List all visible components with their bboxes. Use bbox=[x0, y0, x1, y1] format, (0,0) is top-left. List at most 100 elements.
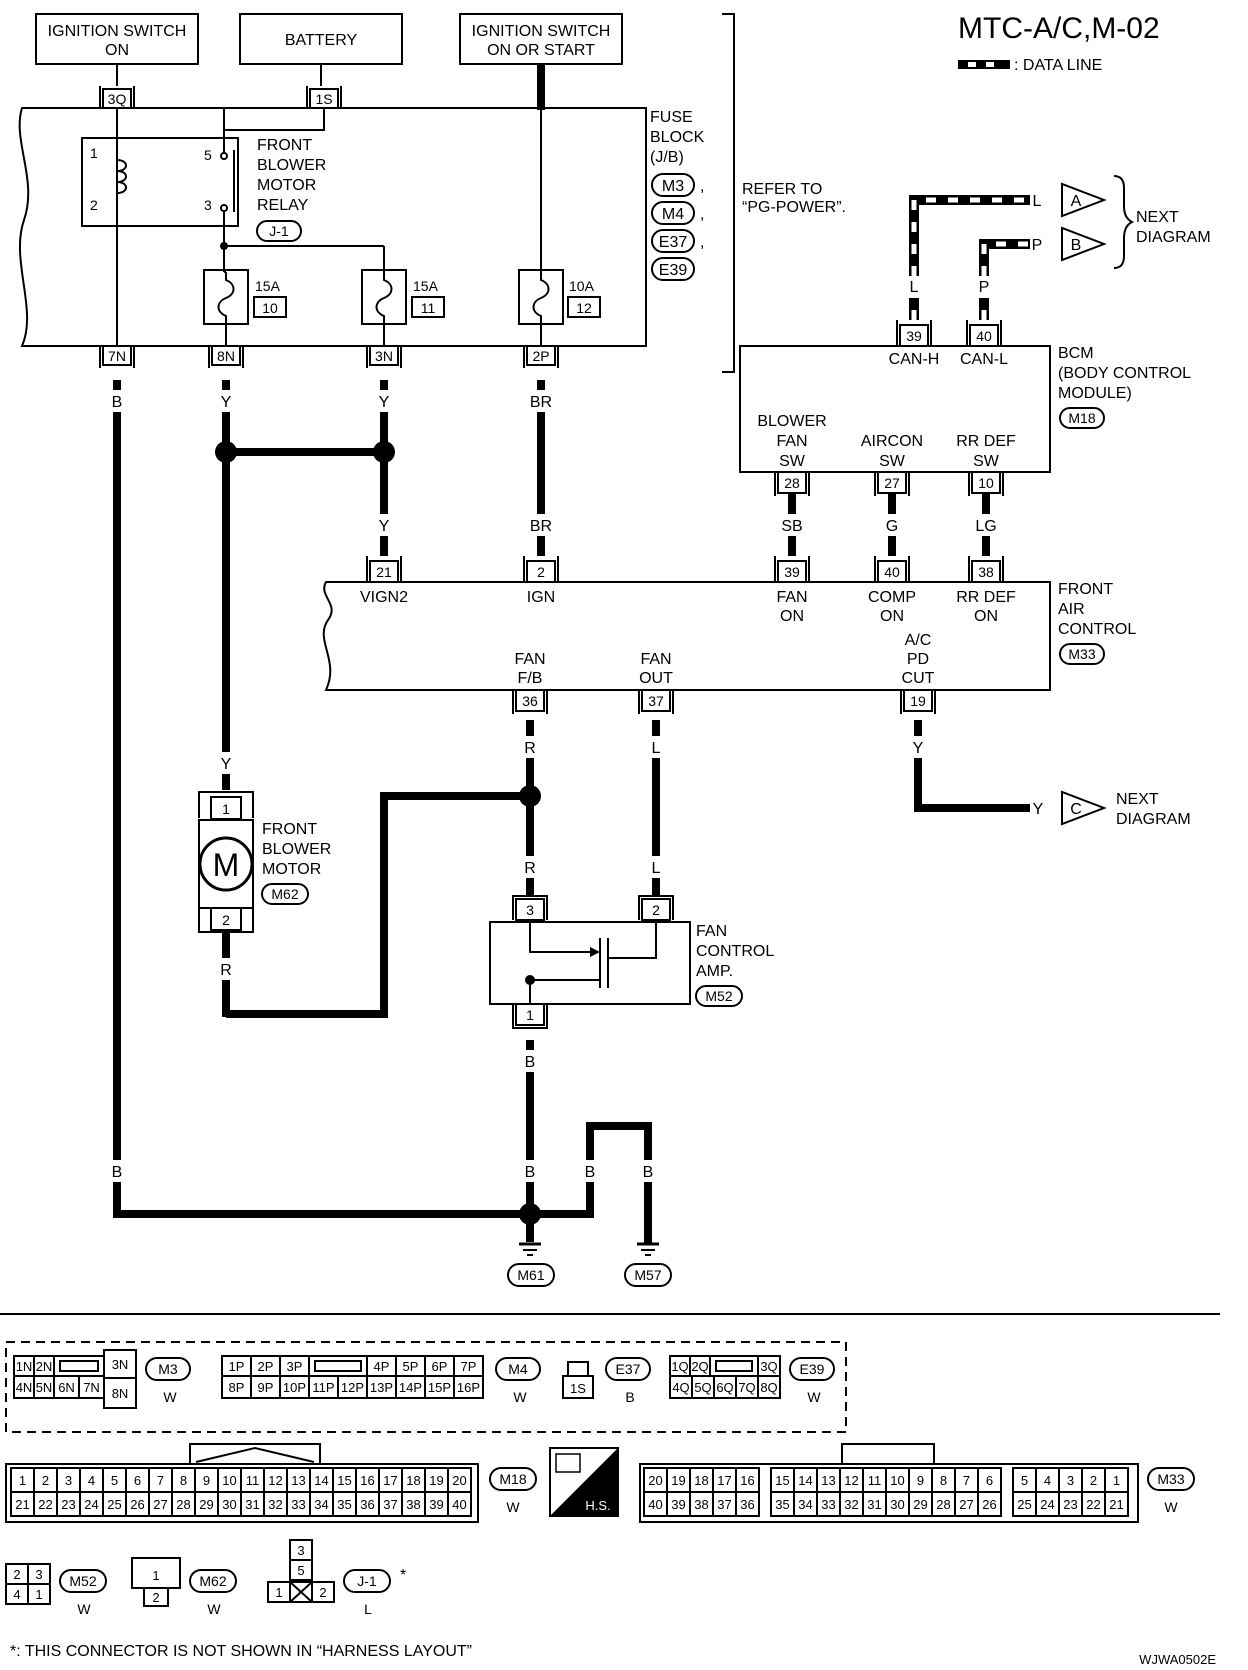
svg-text:40: 40 bbox=[884, 564, 900, 580]
motor-label-2: BLOWER bbox=[262, 841, 331, 858]
m18-pin: 25 bbox=[107, 1497, 121, 1512]
fac-label-3: CONTROL bbox=[1058, 621, 1136, 638]
m33-pin: 20 bbox=[648, 1473, 662, 1488]
svg-text:M3: M3 bbox=[662, 178, 684, 195]
m33-pin: 14 bbox=[798, 1473, 812, 1488]
wire-label-gnd-2: B bbox=[585, 1164, 596, 1181]
svg-text:CAN-H: CAN-H bbox=[889, 351, 940, 368]
m33-pin: 13 bbox=[821, 1473, 835, 1488]
m3-pin: 3N bbox=[112, 1357, 129, 1372]
svg-text:7N: 7N bbox=[108, 348, 126, 364]
connector-m52: 2 3 4 1 bbox=[5, 1563, 51, 1605]
m4-pin: 11P bbox=[312, 1380, 334, 1395]
svg-text:SW: SW bbox=[879, 453, 906, 470]
next-diagram-c-2: DIAGRAM bbox=[1116, 811, 1191, 828]
connector-m62: 1 2 bbox=[131, 1557, 181, 1607]
junction-ground bbox=[519, 1203, 541, 1225]
wire-label-can-l: P bbox=[979, 279, 990, 296]
relay-pin-2: 2 bbox=[90, 197, 98, 213]
bcm-label-1: BCM bbox=[1058, 345, 1094, 362]
next-diagram-c-1: NEXT bbox=[1116, 791, 1159, 808]
svg-text:IGN: IGN bbox=[527, 589, 555, 606]
svg-text:,: , bbox=[700, 206, 704, 223]
junction-3n bbox=[373, 441, 395, 463]
m18-pin: 13 bbox=[291, 1473, 305, 1488]
fb-term-7n: 7N bbox=[99, 345, 135, 368]
svg-text:15A: 15A bbox=[255, 278, 281, 294]
svg-text:2P: 2P bbox=[532, 348, 549, 364]
svg-text:3: 3 bbox=[526, 902, 534, 918]
figure-code: WJWA0502E bbox=[1139, 1652, 1216, 1667]
wire-label-amp-b: B bbox=[525, 1054, 536, 1071]
m33-pill bbox=[1147, 1467, 1195, 1491]
can-data-lines bbox=[909, 195, 1036, 320]
ign-start-line1: IGNITION SWITCH bbox=[472, 23, 611, 40]
m4-pin: 7P bbox=[461, 1359, 477, 1374]
svg-text:A/C: A/C bbox=[905, 632, 932, 649]
svg-text:1: 1 bbox=[35, 1587, 42, 1602]
m33-pin: 8 bbox=[940, 1473, 947, 1488]
svg-text:3: 3 bbox=[35, 1567, 42, 1582]
svg-text:37: 37 bbox=[648, 693, 664, 709]
connector-m33: 2040193918381737163615351434133312321131… bbox=[639, 1443, 1139, 1523]
m18-pin: 28 bbox=[176, 1497, 190, 1512]
m18-pin: 19 bbox=[429, 1473, 443, 1488]
svg-text:2: 2 bbox=[319, 1585, 326, 1600]
svg-text:10A: 10A bbox=[569, 278, 595, 294]
m4-pin: 8P bbox=[229, 1380, 245, 1395]
m4-pin: 9P bbox=[258, 1380, 274, 1395]
svg-text:M57: M57 bbox=[634, 1267, 661, 1283]
m18-pin: 21 bbox=[15, 1497, 29, 1512]
svg-text:OUT: OUT bbox=[639, 670, 673, 687]
bcm-pin-28: BLOWER FAN SW 28 bbox=[757, 413, 827, 496]
relay-label-1: FRONT bbox=[257, 137, 312, 154]
svg-text:1S: 1S bbox=[570, 1381, 586, 1396]
svg-text:1: 1 bbox=[152, 1568, 159, 1583]
m3-pin: 1N bbox=[16, 1359, 33, 1374]
m18-pin: 37 bbox=[383, 1497, 397, 1512]
m18-pin: 14 bbox=[314, 1473, 328, 1488]
fuse-block-label-2: BLOCK bbox=[650, 129, 705, 146]
m33-pin: 3 bbox=[1067, 1473, 1074, 1488]
svg-text:1: 1 bbox=[526, 1007, 534, 1023]
m33-pin: 10 bbox=[890, 1473, 904, 1488]
fac-pin-39: 39 FAN ON bbox=[774, 556, 810, 625]
m3-pin: 6N bbox=[58, 1380, 75, 1395]
m33-pin: 22 bbox=[1086, 1497, 1100, 1512]
next-diagram-ab-1: NEXT bbox=[1136, 209, 1179, 226]
e39-pin: 8Q bbox=[760, 1380, 777, 1395]
m4-pin: 2P bbox=[258, 1359, 274, 1374]
m18-pin: 8 bbox=[180, 1473, 187, 1488]
m4-pin: 4P bbox=[374, 1359, 390, 1374]
wire-label-can-h: L bbox=[910, 279, 919, 296]
m3-pill bbox=[145, 1357, 191, 1381]
m33-pin: 11 bbox=[868, 1473, 882, 1488]
m18-pin: 26 bbox=[130, 1497, 144, 1512]
m3-pin: 8N bbox=[112, 1386, 129, 1401]
e39-pin: 5Q bbox=[694, 1380, 711, 1395]
ign-on-line2: ON bbox=[105, 42, 129, 59]
m18-pin: 3 bbox=[65, 1473, 72, 1488]
m4-pin: 12P bbox=[341, 1380, 364, 1395]
m18-pin: 36 bbox=[360, 1497, 374, 1512]
svg-text:M61: M61 bbox=[517, 1267, 544, 1283]
m33-pin: 2 bbox=[1090, 1473, 1097, 1488]
connector-group-dashed bbox=[5, 1341, 847, 1433]
bcm-pin-27: AIRCON SW 27 bbox=[861, 433, 923, 496]
m33-pin: 4 bbox=[1044, 1473, 1051, 1488]
svg-text:10: 10 bbox=[262, 300, 278, 316]
svg-text:,: , bbox=[700, 234, 704, 251]
wire-label-a: L bbox=[1033, 193, 1042, 210]
refer-bracket bbox=[722, 13, 735, 373]
m4-pin: 16P bbox=[457, 1380, 480, 1395]
m3-pin: 4N bbox=[16, 1380, 33, 1395]
svg-text:J-1: J-1 bbox=[357, 1573, 377, 1589]
relay-coil bbox=[116, 159, 127, 194]
svg-text:19: 19 bbox=[910, 693, 926, 709]
m18-pin: 10 bbox=[222, 1473, 236, 1488]
svg-text:E39: E39 bbox=[800, 1361, 825, 1377]
m33-pin: 17 bbox=[717, 1473, 731, 1488]
amp-label-2: CONTROL bbox=[696, 943, 774, 960]
